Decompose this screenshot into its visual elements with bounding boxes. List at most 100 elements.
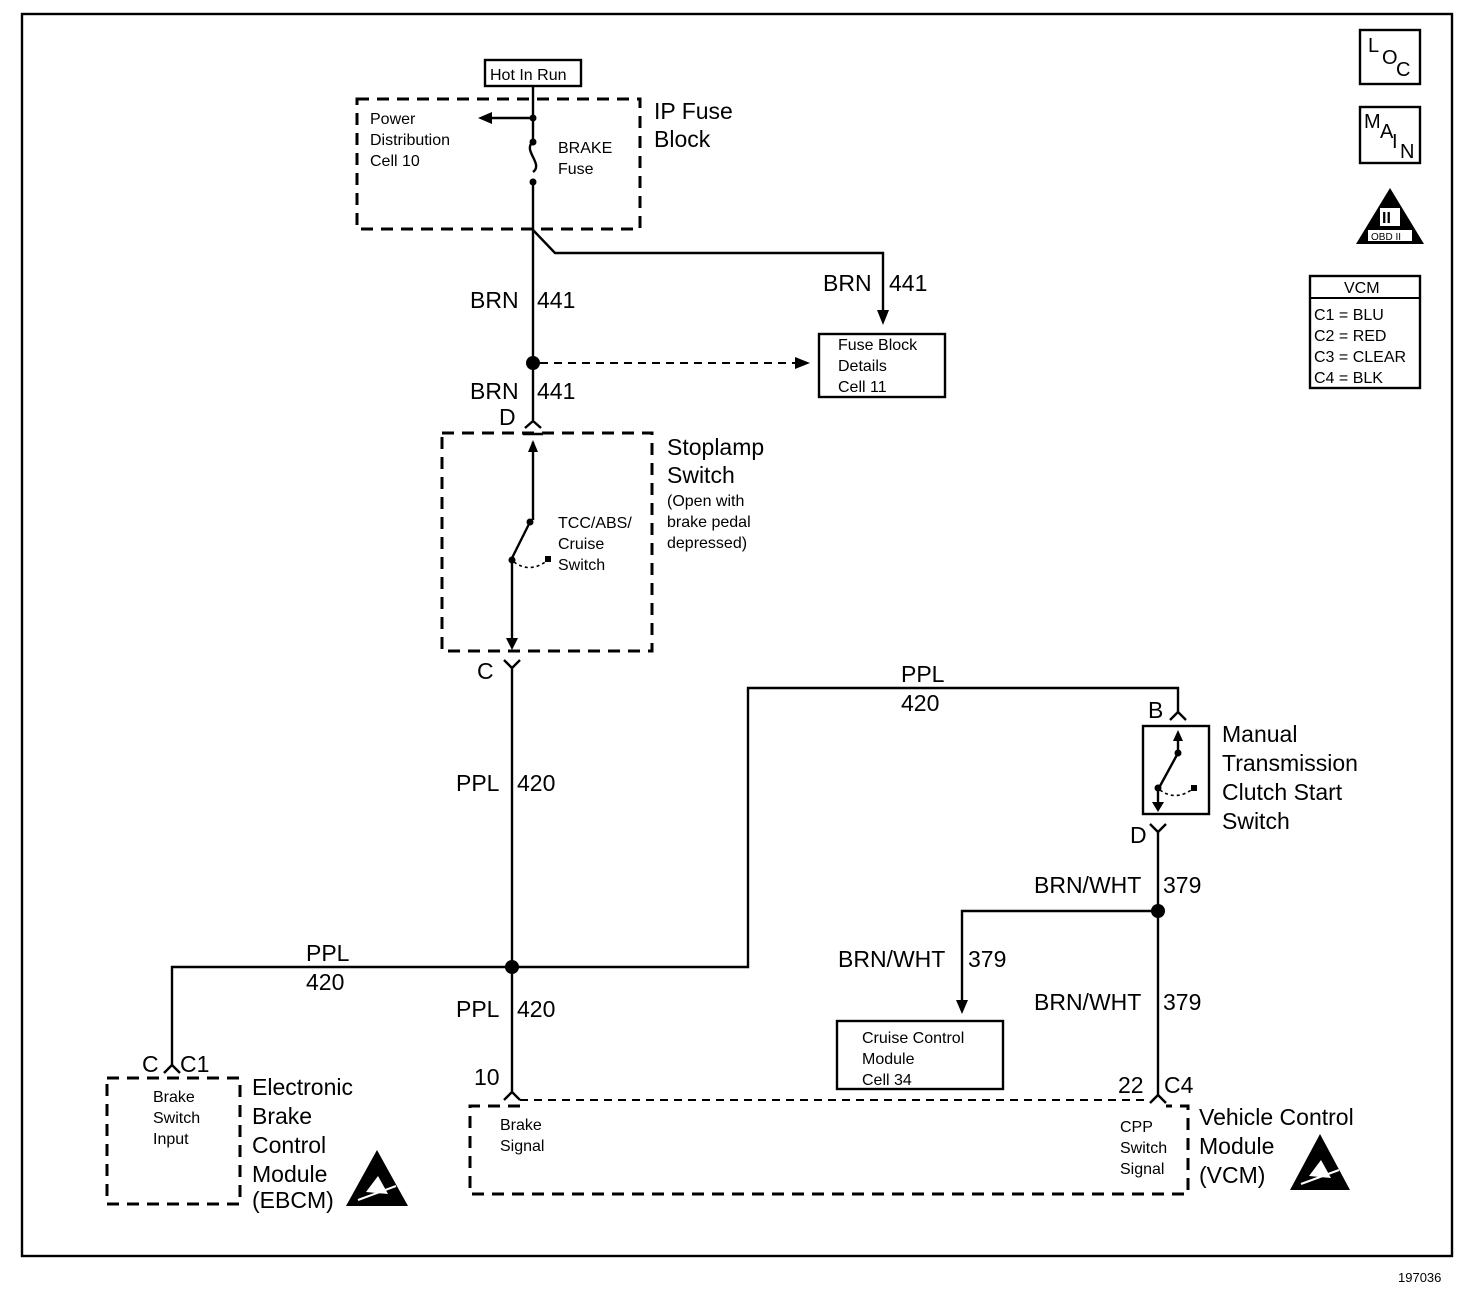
svg-text:Brake: Brake (500, 1117, 542, 1134)
wire-number-label: 420 (517, 996, 555, 1022)
connector-pin-label: 10 (474, 1064, 500, 1090)
figure-id: 197036 (1398, 1270, 1441, 1285)
svg-text:Power: Power (370, 111, 416, 128)
svg-text:N: N (1400, 141, 1414, 163)
svg-text:A: A (1380, 121, 1394, 143)
wire-color-label: PPL (456, 770, 500, 796)
diagram-frame (20, 12, 1454, 1258)
brake-fuse-icon (528, 138, 538, 186)
cruise-control-module-box[interactable]: Cruise Control Module Cell 34 (835, 1019, 1005, 1091)
svg-text:I: I (1392, 131, 1398, 153)
connector-pin-label: 22 (1118, 1072, 1144, 1098)
legend-item: C2 = RED (1314, 328, 1386, 345)
legend-item: C1 = BLU (1314, 307, 1384, 324)
svg-text:M: M (1364, 111, 1381, 133)
svg-text:Stoplamp: Stoplamp (667, 434, 764, 460)
svg-text:Brake: Brake (252, 1103, 312, 1129)
connector-pin-label: C (142, 1051, 159, 1077)
wire-color-label: PPL (901, 661, 945, 687)
svg-text:Control: Control (252, 1132, 326, 1158)
legend-title: VCM (1344, 280, 1380, 297)
svg-text:Switch: Switch (558, 557, 605, 574)
svg-text:depressed): depressed) (667, 535, 747, 552)
svg-text:Transmission: Transmission (1222, 750, 1358, 776)
wire-number-label: 441 (537, 378, 575, 404)
svg-text:Hot In Run: Hot In Run (490, 67, 566, 84)
svg-text:Details: Details (838, 358, 887, 375)
fuse-block-details-box[interactable]: Fuse Block Details Cell 11 (817, 332, 947, 399)
svg-text:Cell 11: Cell 11 (838, 379, 887, 396)
connector-pin-label: C (477, 658, 494, 684)
svg-text:Cruise: Cruise (558, 536, 604, 553)
ip-fuse-block: IP Fuse Block Power Distribution Cell 10… (355, 97, 733, 231)
wire-color-label: BRN (470, 378, 519, 404)
vehicle-control-module: Brake Signal CPP Switch Signal Vehicle C… (468, 1104, 1354, 1196)
svg-text:Distribution: Distribution (370, 132, 450, 149)
wire-color-label: BRN (470, 287, 519, 313)
wire-number-label: 379 (1163, 989, 1201, 1015)
svg-text:L: L (1368, 35, 1379, 57)
connector-id-label: C4 (1164, 1072, 1194, 1098)
wire-color-label: BRN (823, 270, 872, 296)
esd-warning-icon (1290, 1134, 1350, 1190)
svg-text:O: O (1382, 47, 1398, 69)
svg-text:TCC/ABS/: TCC/ABS/ (558, 515, 632, 532)
clutch-start-switch: Manual Transmission Clutch Start Switch (1141, 721, 1358, 834)
connector-pin-label: B (1148, 697, 1163, 723)
svg-text:Cell 34: Cell 34 (862, 1072, 912, 1089)
ebcm-module: Brake Switch Input Electronic Brake Cont… (105, 1074, 353, 1213)
svg-text:Fuse Block: Fuse Block (838, 337, 918, 354)
wire-number-label: 379 (1163, 872, 1201, 898)
svg-text:IP Fuse: IP Fuse (654, 98, 733, 124)
svg-text:Cell 10: Cell 10 (370, 153, 420, 170)
svg-text:Module: Module (1199, 1133, 1274, 1159)
svg-text:Signal: Signal (1120, 1161, 1164, 1178)
wire-number-label: 420 (901, 690, 939, 716)
connector-pin-label: D (1130, 822, 1147, 848)
legend-item: C3 = CLEAR (1314, 349, 1406, 366)
legend-item: C4 = BLK (1314, 370, 1383, 387)
svg-text:brake pedal: brake pedal (667, 514, 751, 531)
wire-number-label: 441 (537, 287, 575, 313)
svg-text:Switch: Switch (1222, 808, 1290, 834)
connector-pin-label: D (499, 404, 516, 430)
connector-id-label: C1 (180, 1051, 209, 1077)
wire-number-label: 379 (968, 946, 1006, 972)
svg-text:OBD II: OBD II (1371, 232, 1401, 243)
wire-color-label: BRN/WHT (1034, 872, 1141, 898)
svg-text:Switch: Switch (1120, 1140, 1167, 1157)
svg-text:Clutch Start: Clutch Start (1222, 779, 1343, 805)
wire-color-label: BRN/WHT (1034, 989, 1141, 1015)
obd-ii-icon[interactable]: II OBD II (1356, 188, 1424, 244)
svg-text:Vehicle Control: Vehicle Control (1199, 1104, 1354, 1130)
loc-button[interactable]: L O C (1358, 28, 1422, 86)
svg-text:II: II (1382, 210, 1391, 227)
svg-text:Module: Module (862, 1051, 915, 1068)
wire-number-label: 420 (517, 770, 555, 796)
wire-color-label: PPL (306, 940, 350, 966)
svg-text:Signal: Signal (500, 1138, 544, 1155)
svg-text:Block: Block (654, 126, 711, 152)
wire-number-label: 420 (306, 969, 344, 995)
svg-text:(EBCM): (EBCM) (252, 1187, 334, 1213)
svg-text:C: C (1396, 59, 1410, 81)
wire-color-label: BRN/WHT (838, 946, 945, 972)
vcm-connector-legend: VCM C1 = BLU C2 = RED C3 = CLEAR C4 = BL… (1308, 274, 1422, 390)
svg-text:Manual: Manual (1222, 721, 1297, 747)
esd-warning-icon (346, 1150, 408, 1206)
stoplamp-switch: Stoplamp Switch (Open with brake pedal d… (440, 431, 764, 653)
hot-in-run-label: Hot In Run (483, 58, 583, 88)
svg-text:(VCM): (VCM) (1199, 1162, 1265, 1188)
main-button[interactable]: M A I N (1358, 105, 1422, 165)
svg-text:BRAKE: BRAKE (558, 140, 612, 157)
wire-color-label: PPL (456, 996, 500, 1022)
svg-text:(Open with: (Open with (667, 493, 744, 510)
svg-text:Switch: Switch (153, 1110, 200, 1127)
svg-text:Module: Module (252, 1161, 327, 1187)
svg-text:Brake: Brake (153, 1089, 195, 1106)
svg-text:CPP: CPP (1120, 1119, 1153, 1136)
svg-text:Fuse: Fuse (558, 161, 594, 178)
svg-text:Cruise Control: Cruise Control (862, 1030, 964, 1047)
svg-text:Electronic: Electronic (252, 1074, 353, 1100)
